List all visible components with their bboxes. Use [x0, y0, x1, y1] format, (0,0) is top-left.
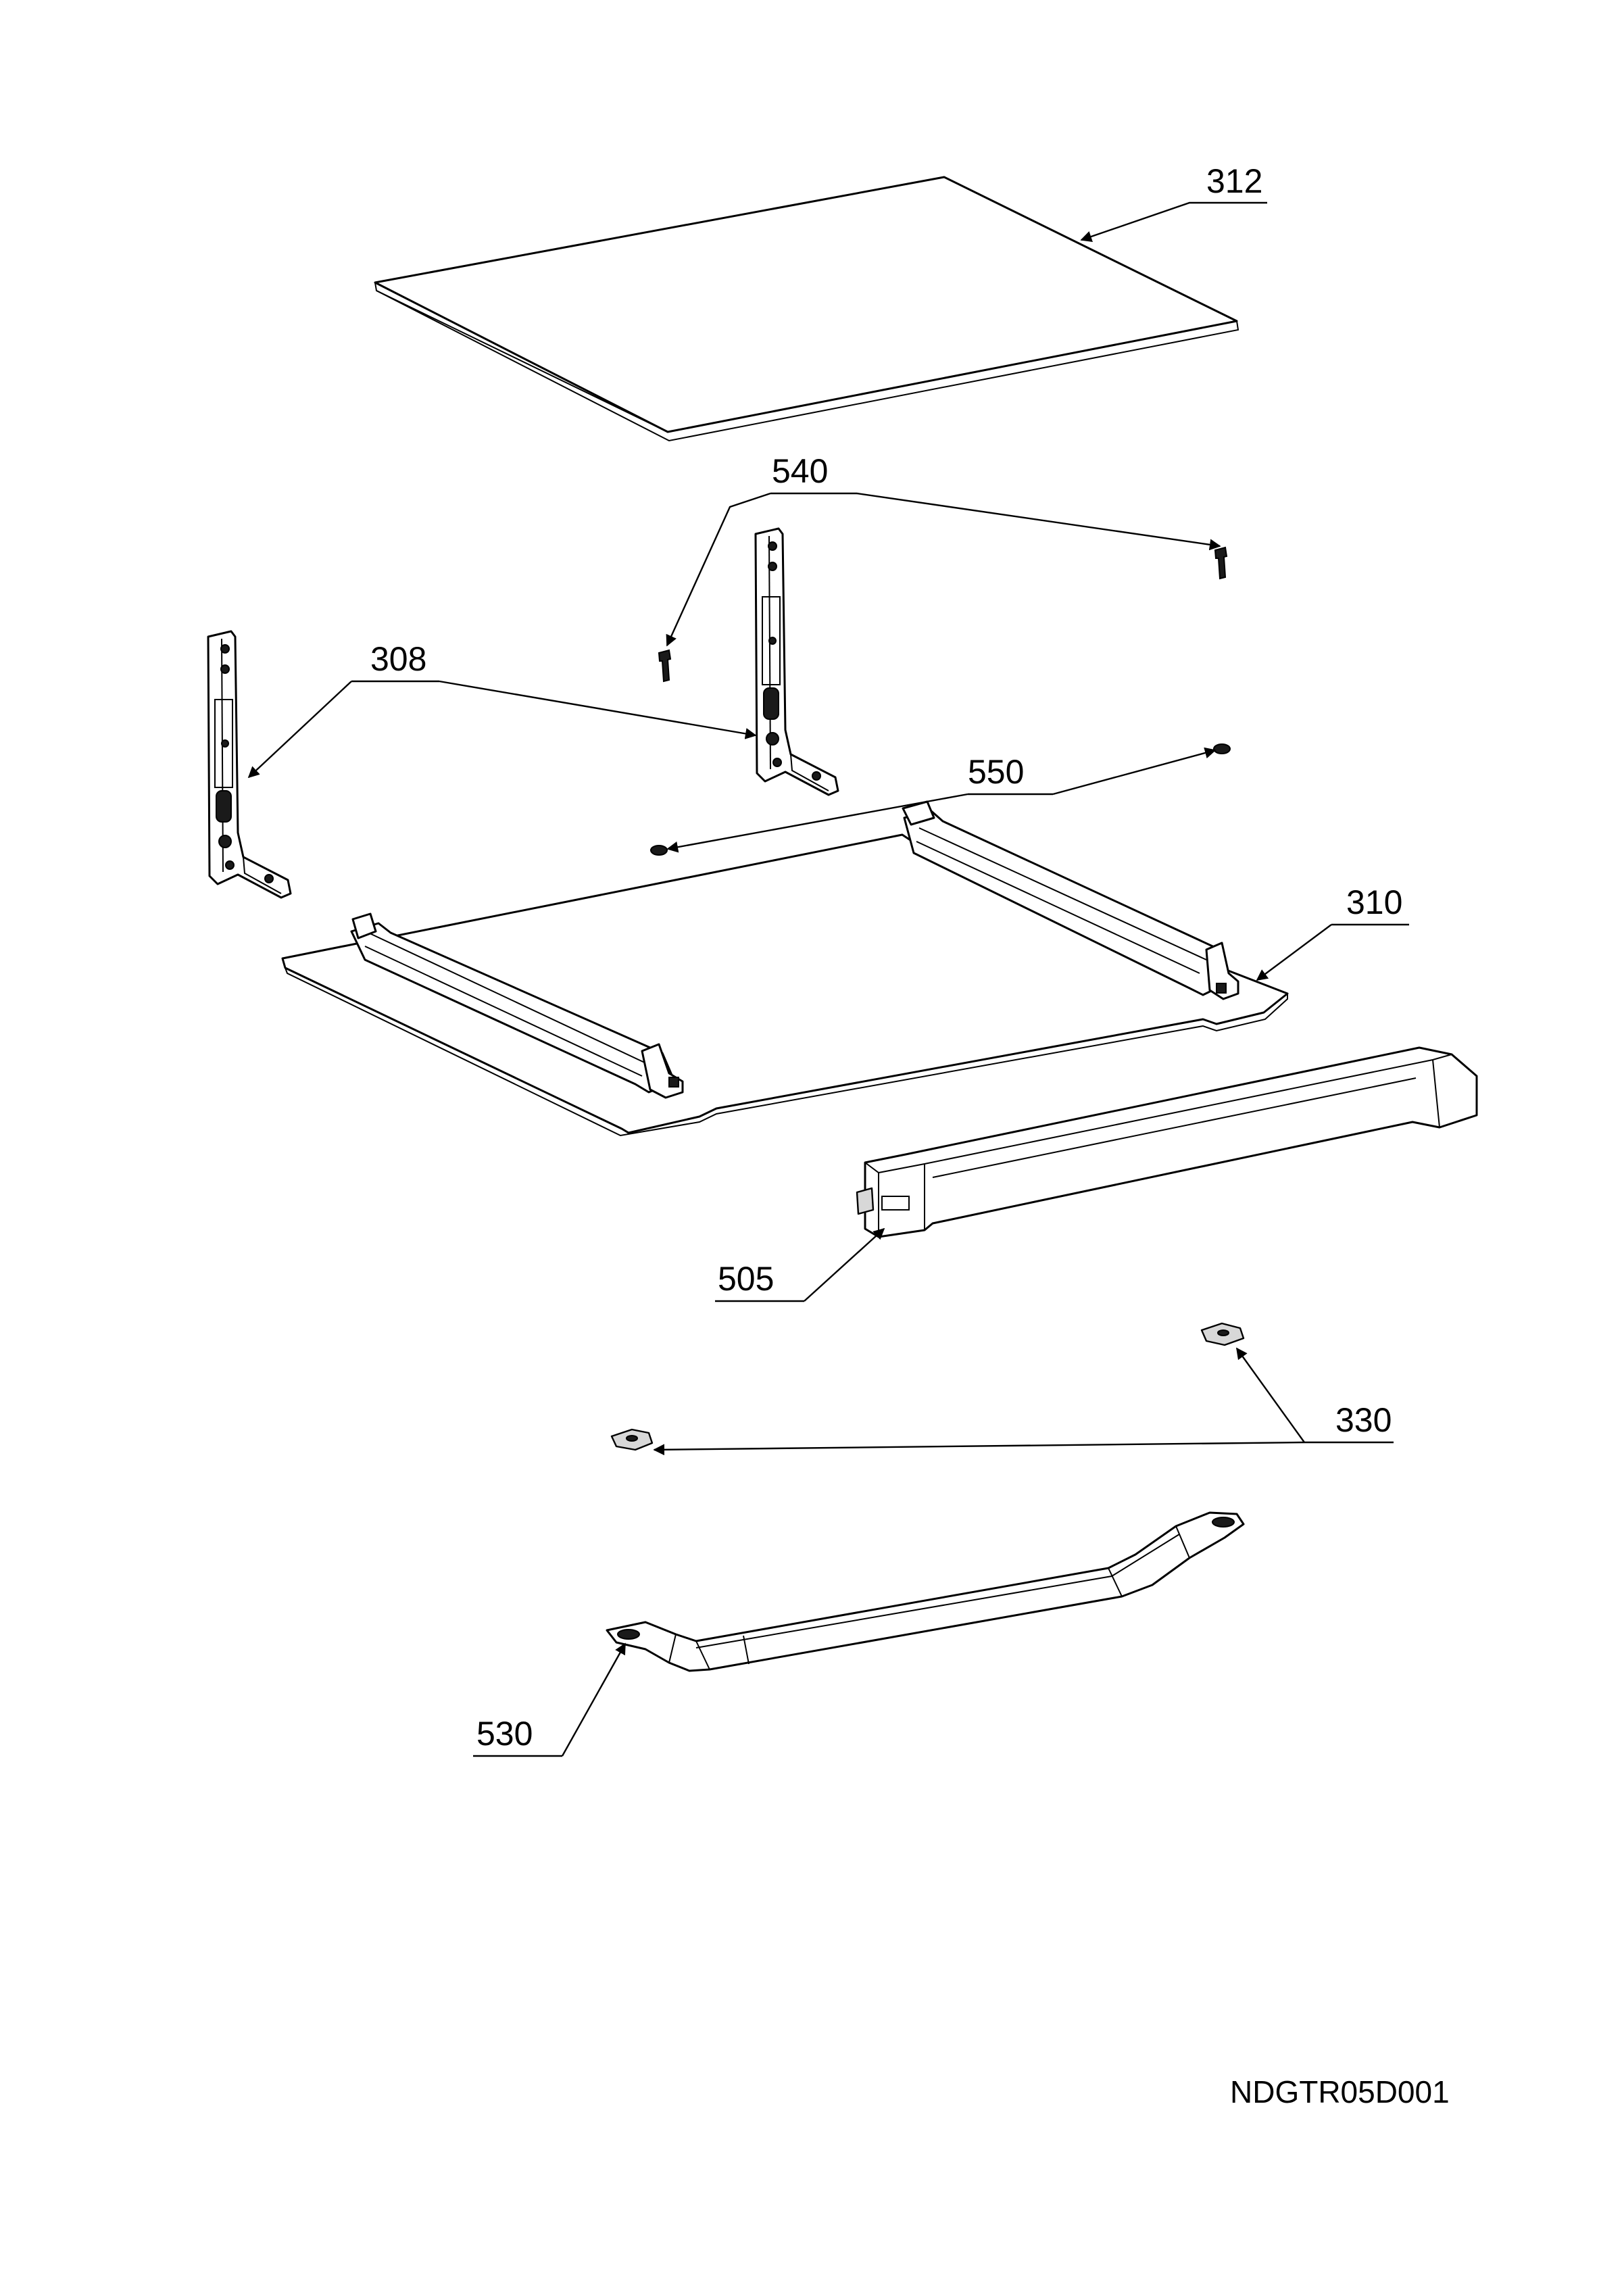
- bracket-330-right: [1200, 1322, 1245, 1346]
- callout-312: 312: [1080, 162, 1267, 243]
- hinge-308-left: [207, 630, 292, 899]
- callout-505: 505: [715, 1227, 885, 1302]
- callout-label-308: 308: [370, 640, 426, 678]
- door-handle-530: [606, 1511, 1245, 1672]
- callout-310: 310: [1256, 883, 1409, 981]
- bracket-330-left: [610, 1428, 654, 1451]
- washer-550-left: [650, 845, 668, 856]
- drawing-code: NDGTR05D001: [1230, 2074, 1450, 2109]
- screw-540-left: [658, 649, 672, 683]
- callout-550: 550: [666, 747, 1216, 853]
- callout-label-312: 312: [1206, 162, 1262, 200]
- screw-540-right: [1214, 546, 1228, 580]
- trim-profile-505: [856, 1046, 1478, 1238]
- callout-label-530: 530: [476, 1715, 533, 1753]
- callout-label-310: 310: [1346, 883, 1402, 921]
- door-frame-310: [281, 800, 1289, 1137]
- callout-label-550: 550: [968, 753, 1024, 791]
- callout-308: 308: [247, 640, 757, 779]
- glass-panel-312: [374, 176, 1239, 442]
- callout-label-505: 505: [718, 1260, 774, 1298]
- callout-label-540: 540: [772, 452, 828, 490]
- washer-550-right: [1213, 743, 1231, 754]
- callout-540: 540: [666, 452, 1221, 647]
- callout-label-330: 330: [1335, 1401, 1392, 1439]
- callout-330: 330: [653, 1347, 1394, 1456]
- hinge-308-right: [754, 527, 839, 796]
- callout-530: 530: [473, 1642, 626, 1757]
